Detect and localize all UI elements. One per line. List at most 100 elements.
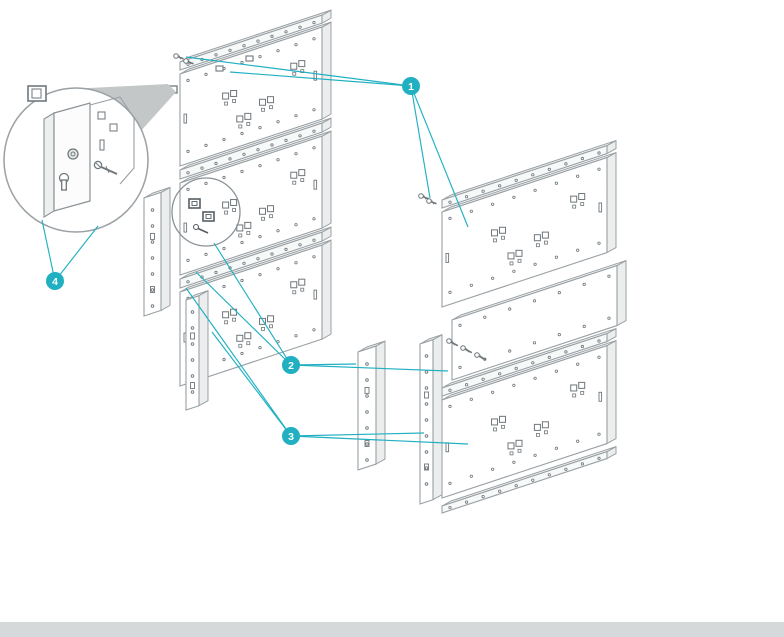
panel-front-face <box>451 264 618 381</box>
hole-dot <box>150 224 155 228</box>
hole-cutout <box>292 71 297 76</box>
hole-dot <box>222 175 226 180</box>
leader-line <box>290 363 357 366</box>
hole-cutout <box>261 326 265 331</box>
hole-cutout <box>244 332 252 340</box>
hole-dot <box>186 78 190 83</box>
hole-cutout <box>224 210 229 215</box>
hole-dot <box>258 164 262 168</box>
hole-dot <box>240 351 244 356</box>
hole-cutout <box>267 315 275 323</box>
hole-cutout <box>364 440 370 447</box>
left-bracket-strip-lower <box>185 289 209 411</box>
hole-dot <box>242 44 246 48</box>
panel-side-face <box>321 21 332 120</box>
leader-line <box>195 271 292 366</box>
bracket-flange <box>43 112 55 218</box>
left-panel-3 <box>179 239 332 387</box>
hole-cutout <box>224 320 229 325</box>
hole-cutout <box>246 121 251 126</box>
hole-dot <box>204 181 208 185</box>
panel-side-face <box>160 186 171 312</box>
hole-dot <box>242 261 246 265</box>
hole-dot <box>186 149 190 153</box>
hole-cutout <box>224 101 229 106</box>
hole-dot <box>448 290 452 294</box>
hole-dot <box>270 34 274 39</box>
left-top-rail <box>179 9 332 71</box>
leader-line <box>213 242 292 366</box>
leader-line <box>41 219 56 282</box>
hole-cutout <box>222 92 230 100</box>
hole-square <box>97 111 106 120</box>
hole-dot <box>554 446 559 450</box>
hole-cutout <box>300 69 305 74</box>
callout-badge-3: 3 <box>282 427 300 445</box>
hole-cutout <box>269 214 273 219</box>
hole-dot <box>448 200 452 204</box>
left-mid-rail-2 <box>179 226 332 289</box>
hole-cutout <box>493 427 497 432</box>
hole-dot <box>597 456 601 460</box>
hole-slot <box>598 202 603 213</box>
hole-dot <box>564 467 568 471</box>
screw-thread <box>452 341 455 346</box>
hole-cutout <box>533 234 541 242</box>
hole-cutout <box>290 62 298 70</box>
hole-dot <box>498 489 502 493</box>
hole-dot <box>580 462 585 466</box>
screw <box>173 53 184 60</box>
hole-cutout <box>244 221 252 229</box>
hole-cutout <box>493 238 497 243</box>
hole-dot <box>312 328 316 332</box>
hole-dot <box>214 161 218 166</box>
leader-line <box>410 85 431 199</box>
hole-dot <box>564 350 568 354</box>
hole-dot <box>365 442 369 446</box>
hole-cutout <box>544 240 548 245</box>
hole-dot <box>607 316 611 320</box>
screw-head <box>173 53 179 59</box>
hole-cutout <box>544 430 548 435</box>
hole-cutout <box>300 287 305 292</box>
hole-dot <box>276 120 280 124</box>
right-bracket-strip-inner <box>419 333 443 505</box>
hole-dot <box>312 217 316 221</box>
hole-cutout <box>298 278 306 286</box>
hole-cutout <box>238 343 243 348</box>
hole-dot <box>448 505 452 510</box>
hole-dot <box>607 274 611 278</box>
hole-dot <box>531 478 535 482</box>
hole-dot <box>276 229 280 233</box>
hole-cutout <box>269 105 273 110</box>
screw-head <box>418 193 424 199</box>
hole-dot <box>597 151 601 155</box>
hole-cutout <box>300 178 305 183</box>
panel-front-face <box>179 135 323 276</box>
hole-dot <box>294 152 298 156</box>
hole-dot <box>576 439 580 443</box>
hole-dot <box>512 195 516 199</box>
hole-cutout <box>298 60 306 68</box>
hole-dot <box>576 174 580 178</box>
hole-dot <box>294 114 298 118</box>
hole-cutout <box>578 193 586 201</box>
hole-dot <box>312 129 316 133</box>
screw <box>426 198 437 205</box>
screw-thread <box>480 355 483 360</box>
hole-dot <box>256 39 260 43</box>
hole-cutout <box>230 89 238 97</box>
leader-line <box>211 331 292 437</box>
hole-cutout <box>246 230 251 235</box>
hole-cutout <box>222 201 230 209</box>
hole-dot <box>312 146 316 150</box>
left-mid-rail-1 <box>179 117 332 180</box>
hole-dot <box>582 324 586 328</box>
hole-dot <box>448 404 452 408</box>
hole-cutout <box>578 381 586 389</box>
right-bottom-rail <box>441 445 617 514</box>
hole-slot <box>183 222 188 233</box>
hole-dot <box>240 278 244 283</box>
hole-dot <box>190 326 195 330</box>
hole-dot <box>424 434 429 438</box>
